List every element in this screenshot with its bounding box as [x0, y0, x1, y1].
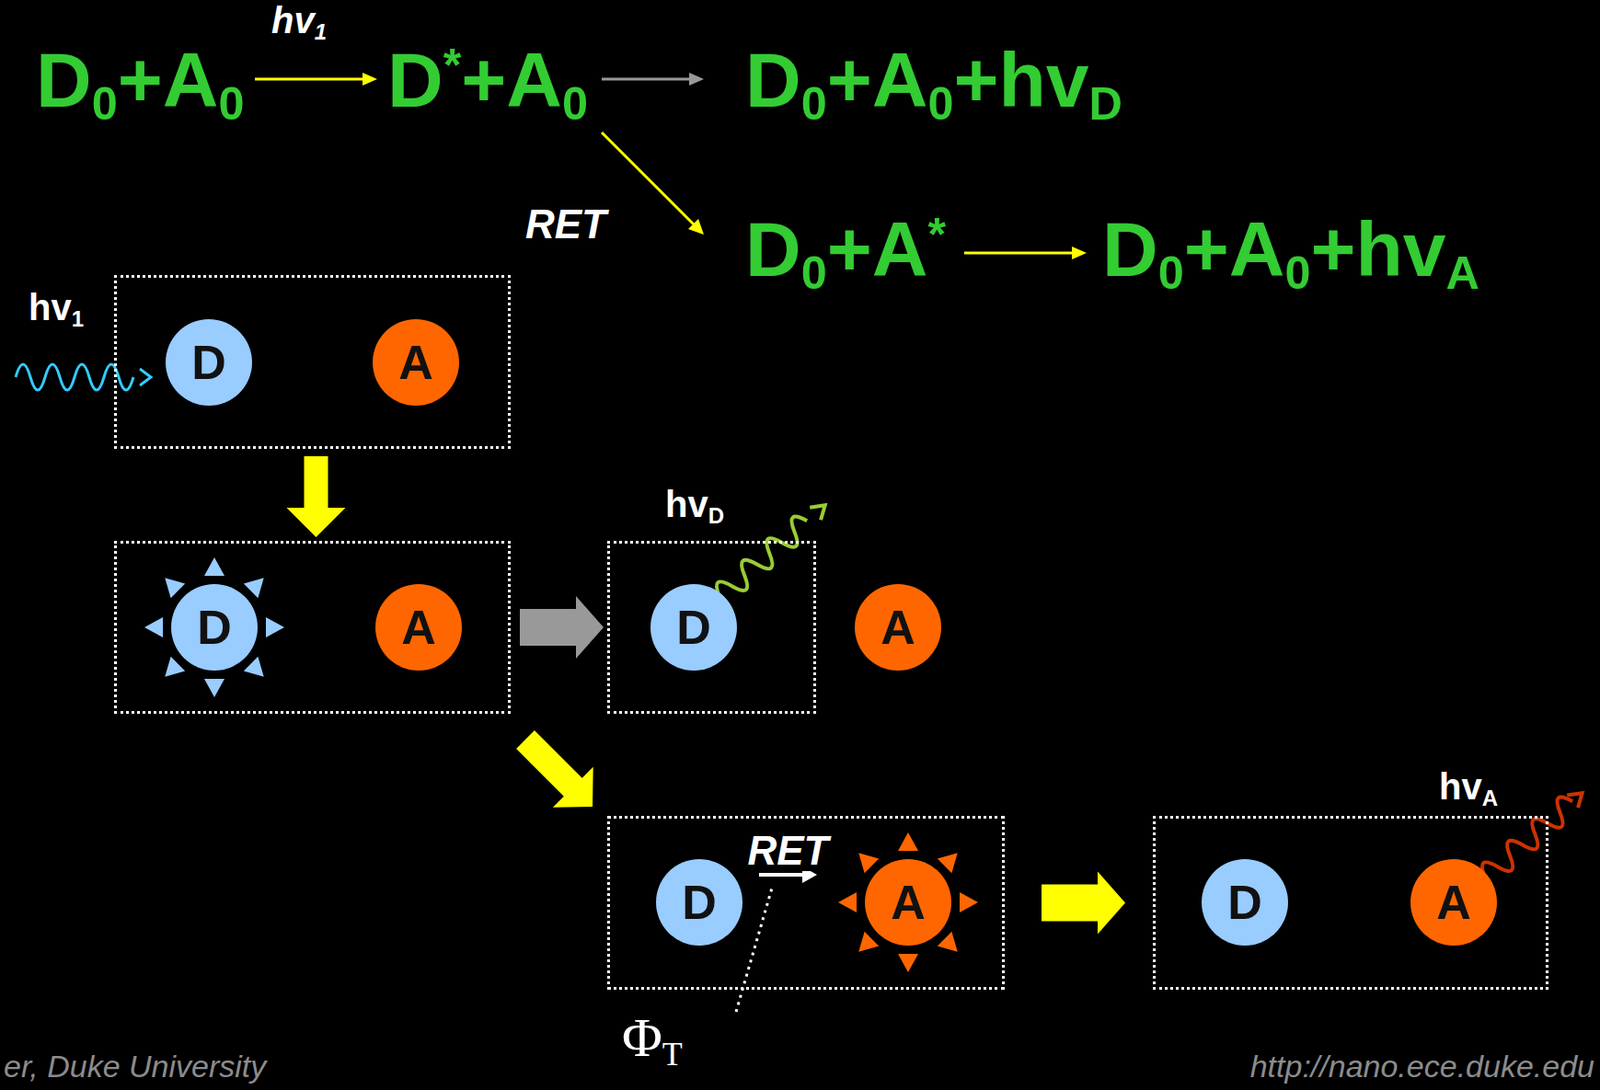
- photon-label: hv1: [271, 1, 327, 39]
- reaction-arrow: [964, 246, 1087, 260]
- superscript: *: [927, 207, 946, 261]
- molecule-letter: D: [191, 338, 227, 387]
- molecule-letter: A: [890, 878, 926, 927]
- molecule-circle: D: [656, 859, 743, 946]
- photon-label: hv1: [28, 288, 84, 326]
- subscript: A: [1482, 785, 1498, 811]
- reaction-arrow: [254, 72, 378, 86]
- molecule-letter: D: [1227, 878, 1263, 927]
- subscript: 0: [562, 77, 588, 130]
- credit-text: http://nano.ece.duke.edu: [1250, 1050, 1595, 1083]
- efficiency-symbol: ΦT: [621, 1010, 683, 1066]
- subscript: 0: [927, 77, 954, 130]
- subscript: 1: [71, 306, 84, 332]
- subscript: T: [662, 1035, 683, 1073]
- emission-rays: [838, 832, 979, 973]
- subscript: D: [708, 503, 725, 529]
- molecule-circle: A: [372, 319, 460, 406]
- molecule-letter: D: [676, 603, 712, 652]
- molecule-circle: A: [854, 584, 942, 671]
- subscript: 0: [218, 77, 244, 130]
- process-label: RET: [525, 204, 607, 245]
- molecule-letter: A: [401, 603, 437, 652]
- emission-rays: [144, 557, 285, 698]
- block-arrow: [1041, 872, 1126, 935]
- subscript: 1: [314, 19, 327, 45]
- edge-label: RET: [744, 830, 833, 872]
- molecule-circle: A: [1410, 859, 1497, 946]
- molecule-letter: D: [196, 603, 232, 652]
- dotted-frame: DA: [1152, 816, 1549, 990]
- equation-term: D0+A0+hvD: [745, 41, 1123, 119]
- reaction-arrow: [601, 72, 704, 86]
- molecule-letter: D: [681, 878, 717, 927]
- subscript: D: [1089, 77, 1123, 130]
- subscript: 0: [801, 246, 828, 300]
- equation-term: D0+A*: [745, 210, 946, 288]
- block-arrow: [525, 739, 594, 808]
- block-arrow: [287, 456, 346, 538]
- subscript: 0: [801, 77, 828, 130]
- superscript: *: [443, 38, 462, 92]
- photon-label: hvA: [1438, 768, 1498, 806]
- molecule-circle: A: [375, 584, 462, 671]
- block-arrow: [519, 596, 604, 659]
- dotted-frame: D: [607, 541, 817, 714]
- subscript: 0: [92, 77, 118, 130]
- dotted-frame: DA: [114, 541, 511, 714]
- subscript: 0: [1284, 246, 1311, 300]
- equation-term: D0+A0+hvA: [1102, 210, 1480, 288]
- molecule-circle: D: [650, 584, 737, 671]
- molecule-letter: A: [1436, 878, 1472, 927]
- equation-term: D0+A0: [35, 41, 244, 119]
- subscript: A: [1446, 246, 1480, 300]
- molecule-circle: D: [171, 584, 258, 671]
- photon-label: hvD: [665, 485, 725, 523]
- molecule-letter: A: [398, 338, 434, 387]
- reaction-arrow: [601, 132, 704, 235]
- photon-wave: [1476, 783, 1590, 887]
- equation-term: D*+A0: [387, 41, 588, 119]
- molecule-circle: A: [864, 859, 952, 946]
- molecule-letter: A: [880, 603, 916, 652]
- photon-wave: [15, 364, 151, 391]
- molecule-circle: D: [165, 319, 253, 406]
- molecule-circle: D: [1201, 859, 1289, 946]
- credit-text: er, Duke University: [3, 1050, 266, 1083]
- subscript: 0: [1158, 246, 1185, 300]
- dotted-frame: DA: [114, 275, 511, 449]
